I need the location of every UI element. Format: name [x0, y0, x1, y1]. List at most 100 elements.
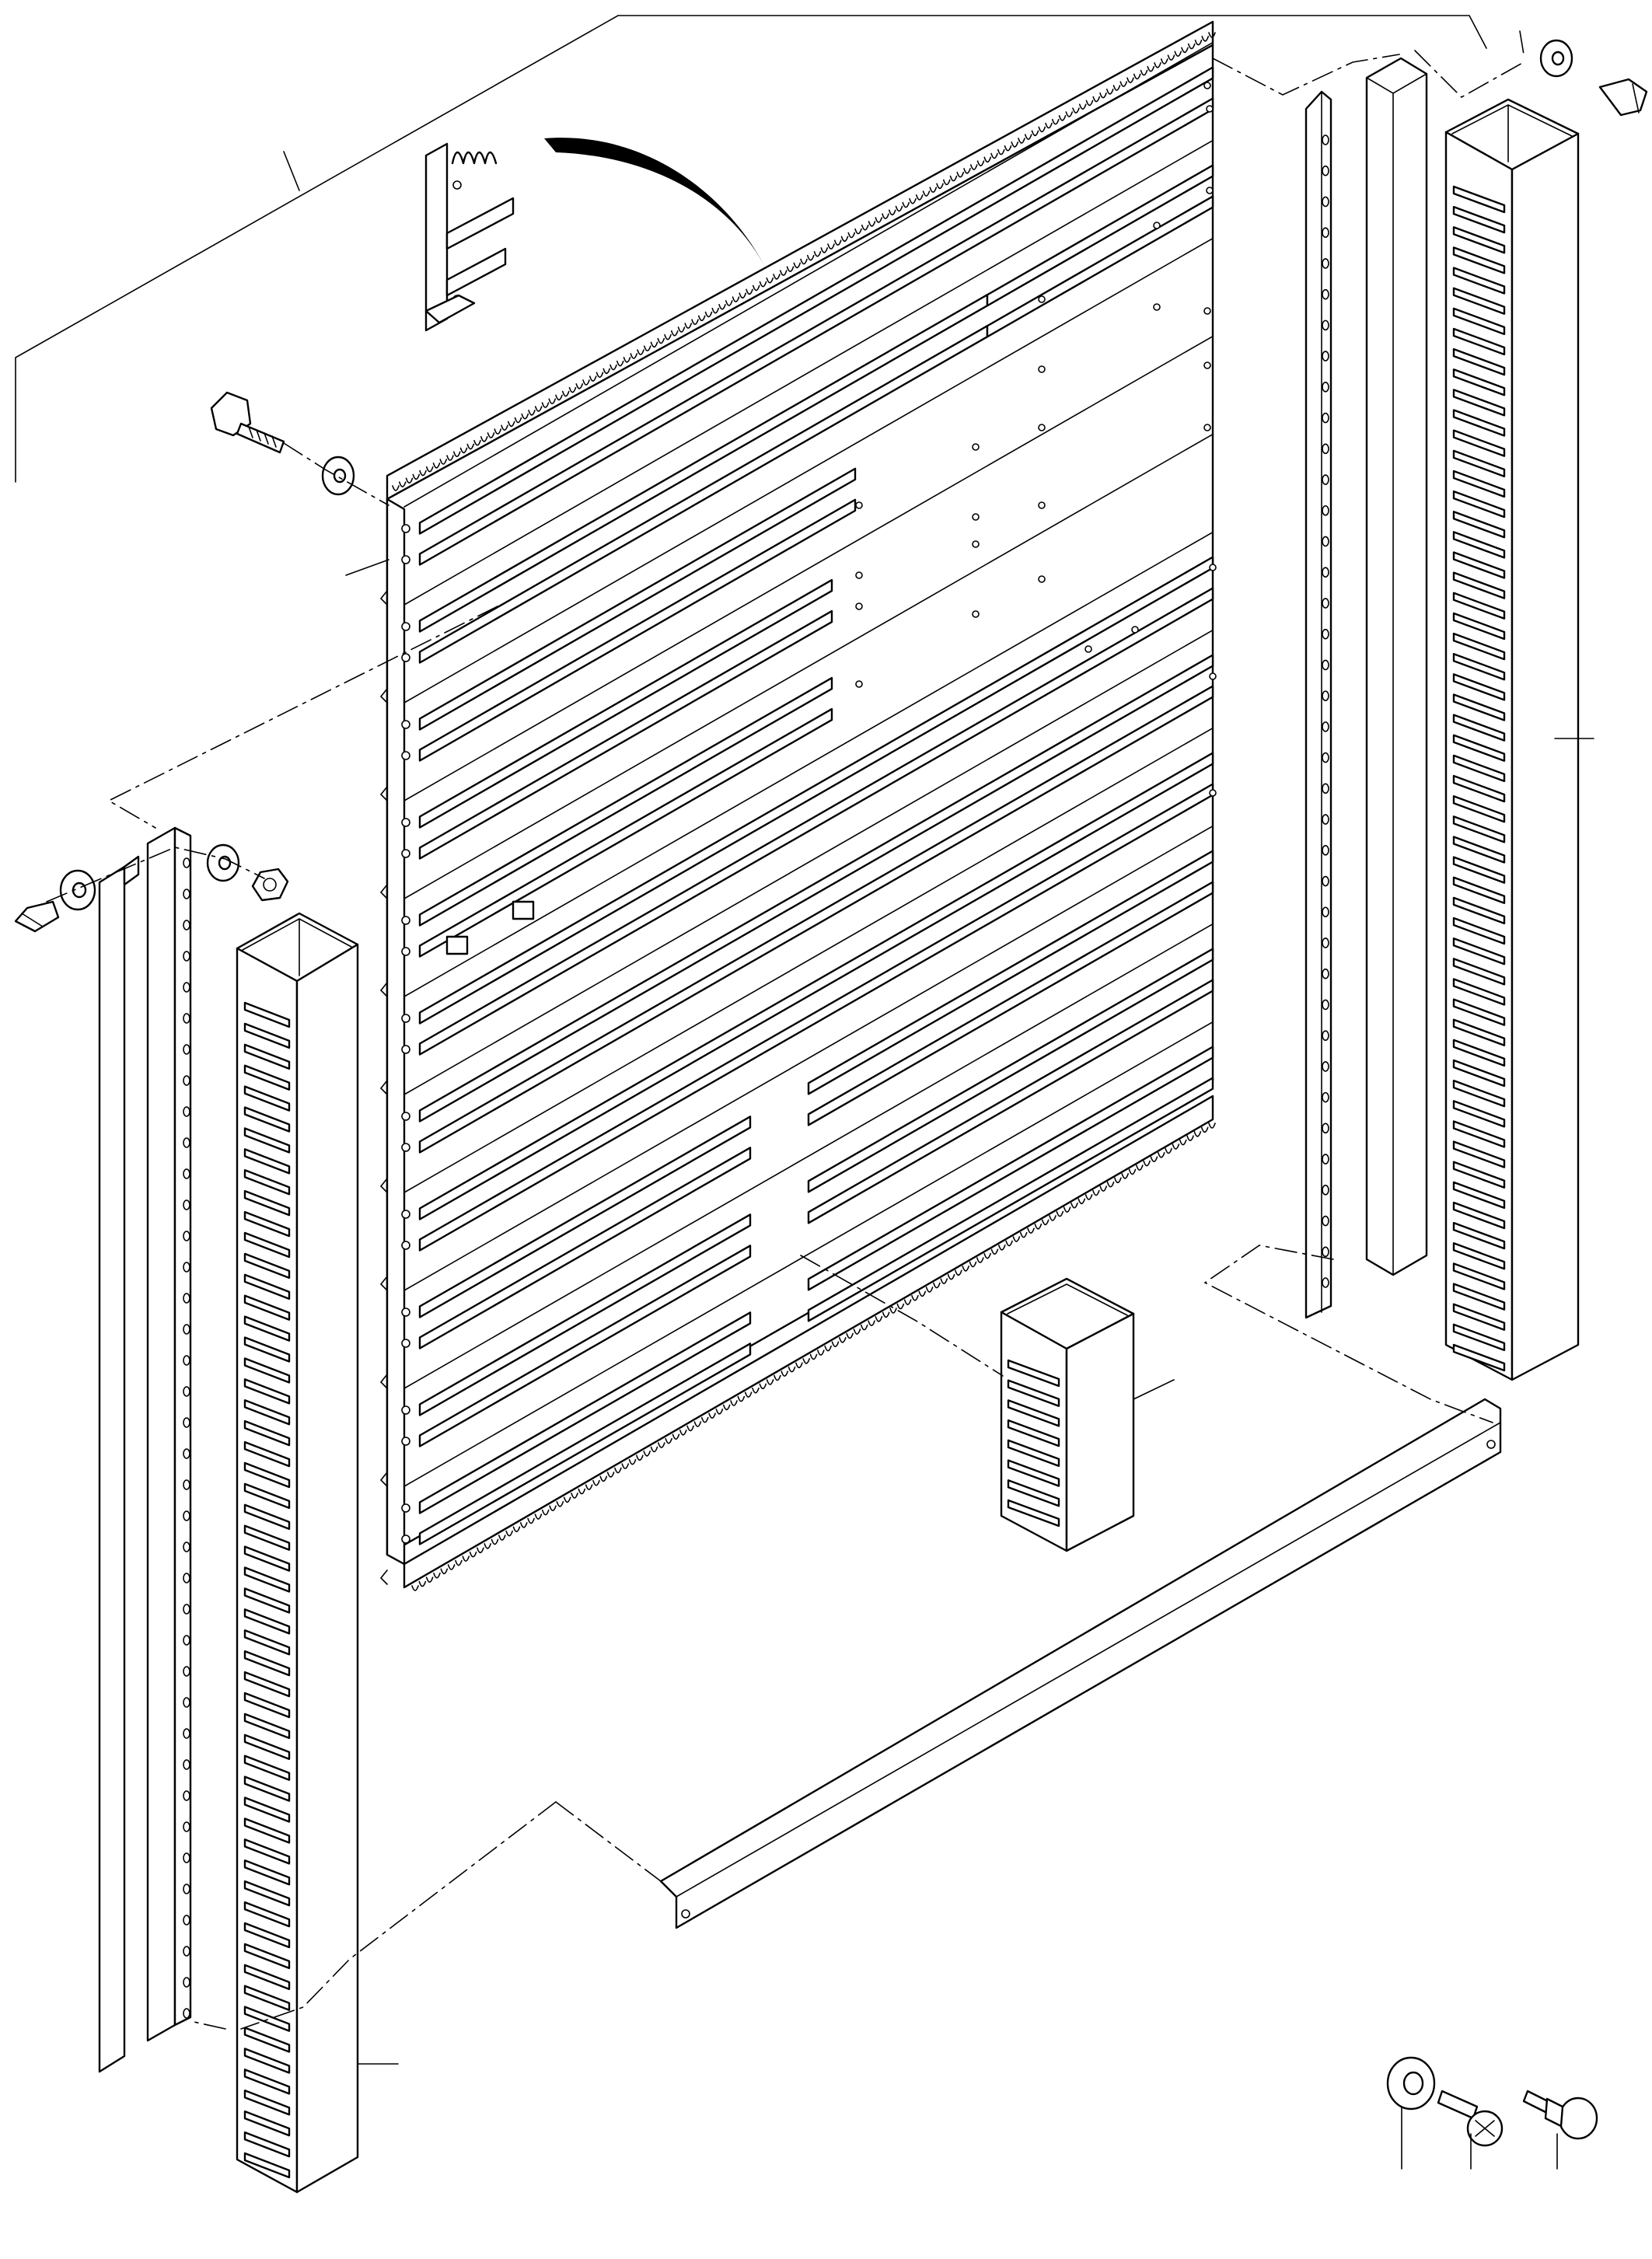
vent-slot — [1452, 205, 1506, 234]
rail-hole — [1322, 814, 1329, 825]
vent-slot — [1452, 1059, 1506, 1088]
rail-hole — [1322, 567, 1329, 578]
comb-tooth — [854, 228, 862, 235]
panel-hole — [1209, 789, 1217, 797]
panel-hole — [972, 443, 980, 451]
flange-hole — [401, 1405, 410, 1415]
vent-slot — [243, 1148, 291, 1175]
flange-hole — [401, 653, 410, 662]
comb-tooth — [658, 1442, 665, 1448]
right-mounting-bracket — [1365, 57, 1428, 1276]
card-ledge — [403, 41, 1214, 508]
rail-hole — [183, 1013, 190, 1024]
comb-tooth — [684, 323, 693, 329]
rail-hole — [1322, 134, 1329, 145]
flange-hole — [401, 555, 410, 564]
comb-tooth — [697, 315, 706, 322]
comb-tooth — [1126, 77, 1134, 84]
vent-slot — [243, 1629, 291, 1656]
vent-slot — [243, 1587, 291, 1614]
comb-tooth — [732, 296, 740, 302]
comb-tooth — [983, 1252, 991, 1259]
comb-tooth — [1160, 58, 1168, 65]
comb-tooth — [571, 1493, 578, 1499]
card-ledge — [403, 923, 1214, 1389]
card-ledge — [403, 139, 1214, 606]
rail-hole — [1322, 1061, 1329, 1072]
comb-tooth — [969, 164, 978, 170]
comb-tooth — [541, 1509, 550, 1516]
comb-tooth — [752, 1387, 760, 1394]
comb-tooth — [1099, 1185, 1108, 1192]
short-cable-duct — [1000, 1277, 1135, 1552]
card-guide-channel — [418, 752, 1214, 1220]
comb-tooth — [1174, 51, 1182, 58]
card-ledge — [403, 237, 1214, 704]
rail-hole — [183, 1106, 190, 1117]
rail-hole — [183, 1915, 190, 1926]
vent-slot — [243, 1754, 291, 1781]
vent-slot — [243, 1315, 291, 1342]
rail-hole — [183, 1573, 190, 1583]
panel-cutout — [512, 900, 535, 920]
flange-hole — [401, 1112, 410, 1121]
rail-hole — [1322, 721, 1329, 732]
vent-slot — [1452, 856, 1506, 884]
comb-tooth — [1005, 1240, 1013, 1247]
vent-slot — [1452, 653, 1506, 681]
comb-tooth — [1105, 89, 1114, 95]
vent-slot — [243, 1692, 291, 1719]
vent-slot — [243, 2090, 291, 2116]
comb-tooth — [997, 1245, 1006, 1251]
comb-tooth — [956, 171, 965, 178]
panel-hole — [972, 540, 980, 548]
comb-tooth — [853, 1329, 861, 1335]
comb-tooth — [833, 239, 842, 246]
flange-hole — [401, 1014, 410, 1023]
comb-tooth — [650, 1446, 658, 1453]
rail-hole — [1322, 937, 1329, 948]
vent-slot — [1007, 1479, 1060, 1507]
vent-slot — [243, 1796, 291, 1823]
comb-tooth — [744, 1391, 753, 1398]
vent-slot — [1007, 1419, 1060, 1447]
comb-tooth — [1136, 1164, 1144, 1171]
ventilation-slots — [1007, 1359, 1060, 1528]
comb-tooth — [1077, 1198, 1086, 1205]
panel-hole — [1131, 626, 1139, 634]
rail-hole — [1322, 1154, 1329, 1164]
rail-hole — [1322, 196, 1329, 208]
rail-hole — [183, 1604, 190, 1615]
screw — [1437, 2090, 1504, 2147]
vent-slot — [243, 1503, 291, 1531]
rail-hole — [183, 1479, 190, 1490]
comb-tooth — [759, 281, 767, 288]
comb-tooth — [473, 439, 481, 446]
vent-slot — [1452, 1303, 1506, 1331]
vent-slot — [1007, 1379, 1060, 1407]
vent-slot — [243, 1922, 291, 1949]
comb-tooth — [637, 349, 644, 355]
vent-slot — [243, 2048, 291, 2074]
comb-tooth — [595, 372, 604, 379]
vent-slot — [243, 1671, 291, 1698]
comb-tooth — [806, 254, 815, 261]
vent-slot — [1452, 998, 1506, 1026]
comb-tooth — [555, 394, 563, 401]
comb-tooth — [452, 451, 461, 458]
vent-slot — [1452, 754, 1506, 783]
rail-hole — [183, 1852, 190, 1863]
comb-tooth — [462, 1555, 470, 1562]
comb-tooth — [592, 1479, 600, 1486]
comb-tooth — [1099, 92, 1107, 99]
vent-slot — [243, 1880, 291, 1907]
comb-tooth — [882, 213, 889, 219]
card-guide-channel — [418, 587, 1214, 1056]
vent-slot — [1452, 287, 1506, 315]
card-guide-channel — [418, 66, 1214, 535]
flange-tab — [379, 590, 388, 606]
rail-hole — [183, 1044, 190, 1055]
comb-tooth — [793, 262, 802, 269]
rail-hole — [183, 982, 190, 993]
rail-hole — [183, 1448, 190, 1459]
